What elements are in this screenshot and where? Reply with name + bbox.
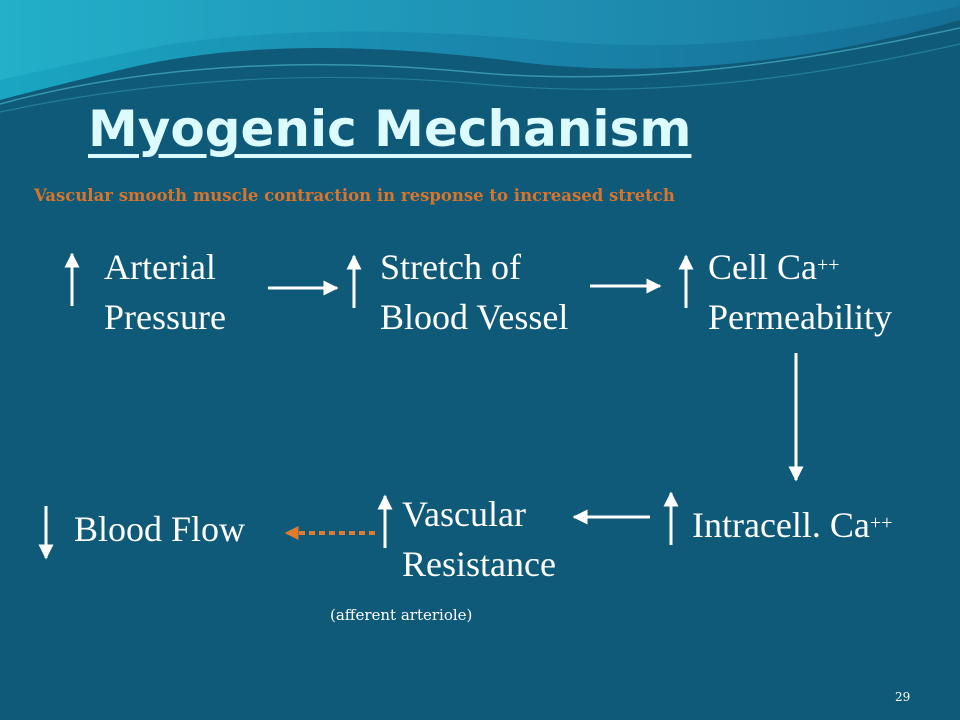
- node-intracell-ca-label: Intracell. Ca: [692, 505, 870, 545]
- node-cell-ca-sup: ++: [816, 254, 840, 276]
- node-cell-ca-label: Cell Ca: [708, 247, 817, 287]
- slide-title: Myogenic Mechanism: [88, 100, 692, 158]
- node-stretch: Stretch of Blood Vessel: [380, 242, 568, 342]
- node-arterial-pressure-line1: Arterial: [104, 247, 216, 287]
- node-stretch-line2: Blood Vessel: [380, 297, 569, 337]
- node-cell-ca-line1: Cell Ca++: [708, 242, 892, 292]
- node-vascular-resistance-line1: Vascular: [402, 494, 526, 534]
- node-vascular-resistance-line2: Resistance: [402, 544, 556, 584]
- node-vascular-resistance: Vascular Resistance: [402, 489, 556, 589]
- node-cell-ca: Cell Ca++ Permeability: [708, 242, 892, 342]
- page-number: 29: [895, 690, 911, 704]
- node-arterial-pressure: Arterial Pressure: [104, 242, 226, 342]
- node-intracell-ca: Intracell. Ca++: [692, 500, 892, 550]
- node-stretch-line1: Stretch of: [380, 247, 521, 287]
- node-cell-ca-line2: Permeability: [708, 297, 892, 337]
- node-blood-flow-label: Blood Flow: [74, 509, 246, 549]
- node-blood-flow: Blood Flow: [74, 504, 245, 554]
- node-intracell-ca-sup: ++: [869, 512, 893, 534]
- node-arterial-pressure-line2: Pressure: [104, 297, 226, 337]
- afferent-arteriole-note: (afferent arteriole): [330, 606, 473, 624]
- slide-subtitle: Vascular smooth muscle contraction in re…: [34, 186, 675, 205]
